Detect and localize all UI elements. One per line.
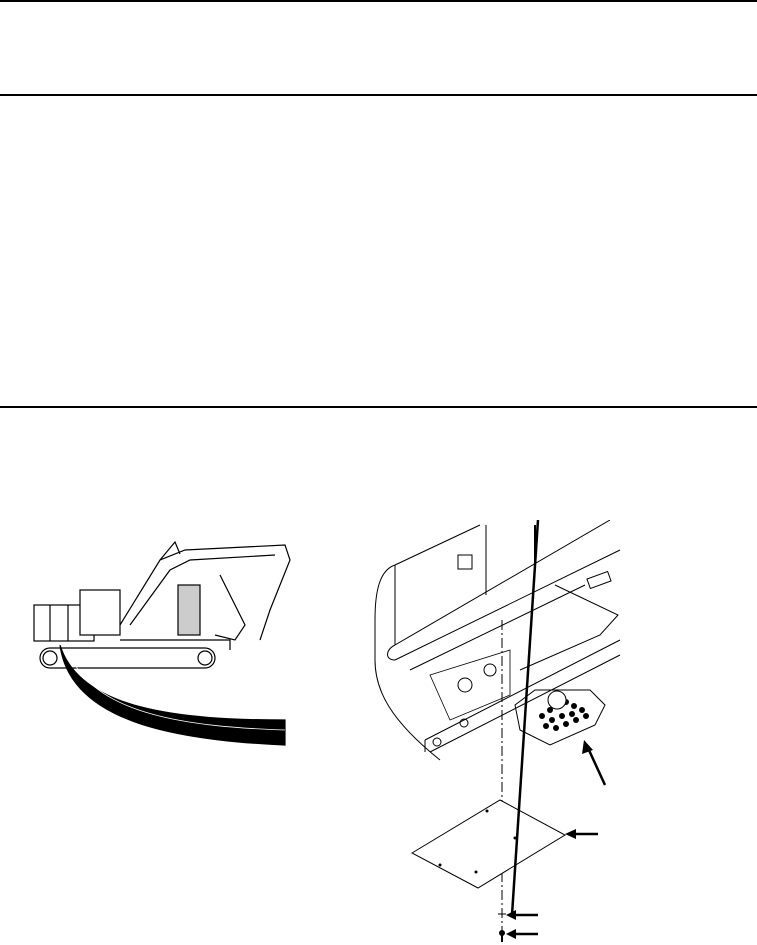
callout-arrows [506, 520, 607, 939]
excavator-icon [33, 540, 291, 669]
access-cover-plate [410, 799, 567, 889]
excavator-locator-illustration [33, 540, 291, 746]
section-divider-rule [0, 406, 757, 408]
top-rule [0, 0, 757, 2]
access-cover-exploded-view [374, 520, 621, 942]
header-divider-rule [0, 94, 757, 96]
fasteners [498, 913, 506, 942]
machine-body [374, 520, 621, 761]
